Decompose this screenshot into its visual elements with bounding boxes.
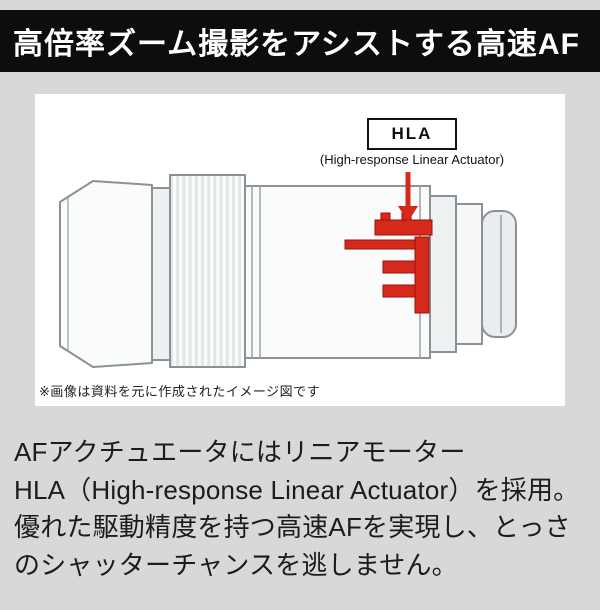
description-line: AFアクチュエータにはリニアモーター [14,437,466,467]
description-line: 優れた駆動精度を持つ高速AFを実現し、とっさ [14,512,571,542]
hla-label-text: HLA [391,124,433,143]
lens-rear-section [429,195,457,353]
lens-mount [455,203,483,345]
diagram-panel: HLA (High-response Linear Actuator) [35,94,565,406]
lens-end-cap [481,210,517,338]
zoom-ring [169,174,246,368]
diagram-note: ※画像は資料を元に作成されたイメージ図です [39,384,321,399]
banner-title: 高倍率ズーム撮影をアシストする高速AF [13,28,580,61]
description-line: のシャッターチャンスを逃しません。 [14,549,458,580]
header-banner: 高倍率ズーム撮影をアシストする高速AF [0,10,600,72]
hla-arrow-icon [398,172,418,222]
hla-label: HLA [367,118,457,150]
hla-sublabel: (High-response Linear Actuator) [319,152,505,167]
lens-hood [59,180,153,368]
description-line: HLA（High-response Linear Actuator）を採用。 [14,474,580,505]
description-text: AFアクチュエータにはリニアモーター HLA（High-response Lin… [14,434,600,584]
lens-illustration [59,172,517,368]
lens-collar [151,187,171,361]
